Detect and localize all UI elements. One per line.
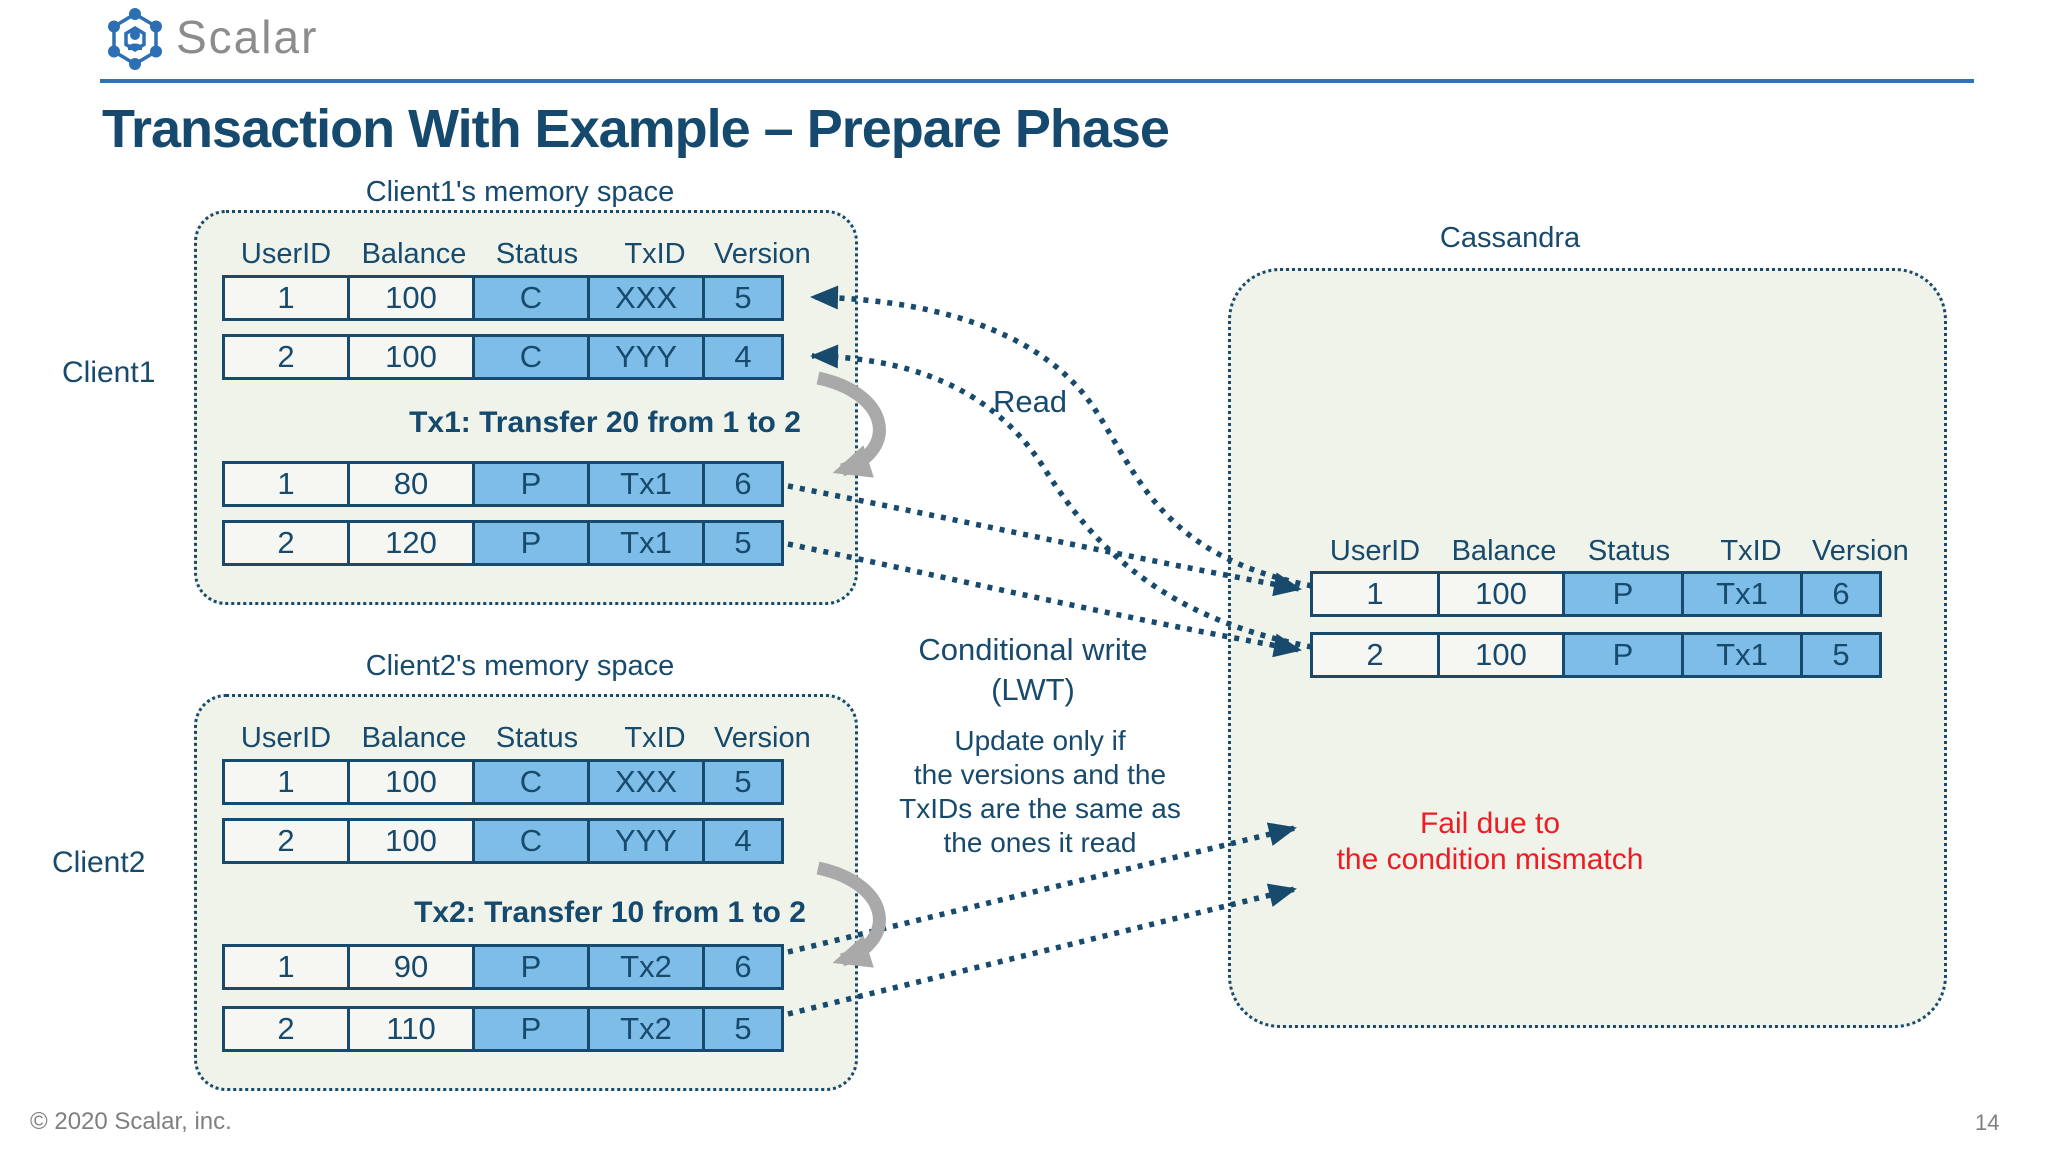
column-header: Status: [495, 238, 579, 270]
client2-table-header: UserID Balance Status TxID Version: [222, 722, 811, 755]
table-cell: 6: [702, 461, 784, 507]
column-header: UserID: [1329, 535, 1421, 567]
client1-transaction-label: Tx1: Transfer 20 from 1 to 2: [409, 406, 801, 439]
cassandra-table-header: UserID Balance Status TxID Version: [1310, 535, 1909, 568]
copyright: © 2020 Scalar, inc.: [30, 1108, 232, 1135]
table-cell: YYY: [587, 334, 705, 380]
table-cell: 5: [702, 759, 784, 805]
client2-memory-space-label: Client2's memory space: [365, 650, 675, 682]
table-cell: 1: [222, 461, 350, 507]
table-cell: Tx1: [1681, 571, 1803, 617]
table-cell: 6: [702, 944, 784, 990]
table-cell: 2: [1310, 632, 1440, 678]
table-cell: C: [472, 334, 590, 380]
table-cell: 2: [222, 520, 350, 566]
column-header: UserID: [240, 238, 332, 270]
table-cell: 1: [222, 944, 350, 990]
cassandra-label: Cassandra: [1439, 222, 1581, 254]
table-cell: 100: [347, 275, 475, 321]
table-cell: P: [472, 461, 590, 507]
table-cell: YYY: [587, 818, 705, 864]
conditional-write-line2: (LWT): [991, 672, 1075, 707]
conditional-write-line1: Conditional write: [918, 632, 1148, 667]
table-cell: 2: [222, 818, 350, 864]
table-cell: 5: [702, 520, 784, 566]
table-cell: P: [1562, 632, 1684, 678]
client1-memory-space-label: Client1's memory space: [365, 176, 675, 208]
table-cell: 100: [1437, 571, 1565, 617]
column-header: Version: [714, 722, 811, 754]
table-cell: P: [472, 520, 590, 566]
table-cell: 5: [1800, 632, 1882, 678]
column-header: Version: [714, 238, 811, 270]
header-divider: [100, 79, 1974, 83]
page-number: 14: [1975, 1110, 2000, 1135]
table-cell: 100: [1437, 632, 1565, 678]
table-cell: 5: [702, 275, 784, 321]
column-header: Balance: [1451, 535, 1557, 567]
read-label: Read: [992, 384, 1068, 419]
table-cell: 100: [347, 759, 475, 805]
conditional-write-label: Conditional write (LWT): [833, 630, 1233, 710]
table-cell: 6: [1800, 571, 1882, 617]
table-cell: C: [472, 818, 590, 864]
table-cell: 120: [347, 520, 475, 566]
table-cell: Tx1: [587, 461, 705, 507]
column-header: Version: [1812, 535, 1909, 567]
table-row: 1 100 C XXX 5: [222, 275, 784, 321]
table-cell: 110: [347, 1006, 475, 1052]
table-cell: 2: [222, 1006, 350, 1052]
table-row: 2 110 P Tx2 5: [222, 1006, 784, 1052]
table-cell: Tx1: [1681, 632, 1803, 678]
table-cell: C: [472, 275, 590, 321]
table-cell: P: [1562, 571, 1684, 617]
table-cell: Tx2: [587, 944, 705, 990]
page-title: Transaction With Example – Prepare Phase: [102, 99, 1170, 159]
table-row: 2 100 C YYY 4: [222, 334, 784, 380]
table-cell: 80: [347, 461, 475, 507]
table-row: 1 100 P Tx1 6: [1310, 571, 1882, 617]
client2-label: Client2: [52, 846, 146, 879]
table-cell: XXX: [587, 275, 705, 321]
table-cell: XXX: [587, 759, 705, 805]
fail-note: Fail due to the condition mismatch: [1336, 807, 1644, 876]
table-cell: 5: [702, 1006, 784, 1052]
table-cell: 1: [1310, 571, 1440, 617]
column-header: TxID: [624, 722, 686, 754]
client2-transaction-label: Tx2: Transfer 10 from 1 to 2: [414, 896, 806, 929]
table-row: 1 90 P Tx2 6: [222, 944, 784, 990]
column-header: Status: [1587, 535, 1671, 567]
logo-wordmark: Scalar: [176, 11, 319, 63]
table-cell: 100: [347, 818, 475, 864]
table-cell: 100: [347, 334, 475, 380]
column-header: Balance: [361, 722, 467, 754]
table-cell: 4: [702, 334, 784, 380]
table-cell: P: [472, 944, 590, 990]
column-header: TxID: [1720, 535, 1782, 567]
table-row: 2 120 P Tx1 5: [222, 520, 784, 566]
scalar-logo-icon: [108, 8, 162, 70]
conditional-write-arrow-1: [787, 483, 1302, 597]
table-cell: 4: [702, 818, 784, 864]
table-row: 1 80 P Tx1 6: [222, 461, 784, 507]
table-cell: 90: [347, 944, 475, 990]
client1-table-header: UserID Balance Status TxID Version: [222, 238, 811, 271]
column-header: Status: [495, 722, 579, 754]
table-row: 2 100 P Tx1 5: [1310, 632, 1882, 678]
fail-arrow-2: [787, 883, 1297, 1017]
column-header: Balance: [361, 238, 467, 270]
table-cell: 2: [222, 334, 350, 380]
column-header: TxID: [624, 238, 686, 270]
table-row: 2 100 C YYY 4: [222, 818, 784, 864]
table-cell: P: [472, 1006, 590, 1052]
table-cell: Tx2: [587, 1006, 705, 1052]
table-cell: 1: [222, 275, 350, 321]
table-row: 1 100 C XXX 5: [222, 759, 784, 805]
column-header: UserID: [240, 722, 332, 754]
client1-label: Client1: [62, 356, 156, 389]
update-note: Update only if the versions and the TxID…: [899, 725, 1181, 858]
table-cell: Tx1: [587, 520, 705, 566]
table-cell: 1: [222, 759, 350, 805]
table-cell: C: [472, 759, 590, 805]
